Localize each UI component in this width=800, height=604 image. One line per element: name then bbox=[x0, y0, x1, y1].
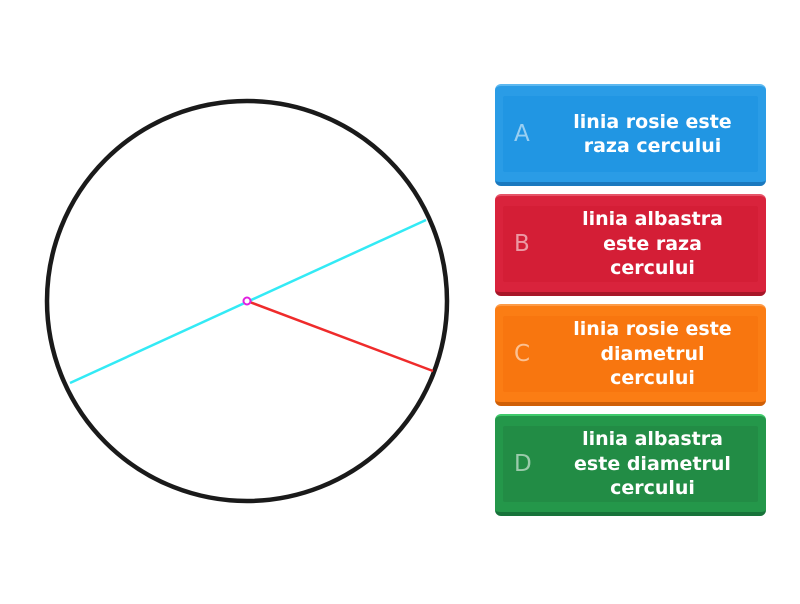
answer-d-text: linia albastra este diametrul cercului bbox=[574, 428, 731, 500]
answer-a-text: linia rosie este raza cercului bbox=[573, 110, 732, 158]
answer-a-button[interactable]: A linia rosie este raza cercului bbox=[495, 84, 766, 186]
answer-a-face bbox=[503, 96, 758, 172]
circle-diagram bbox=[44, 98, 450, 504]
answer-c-text: linia rosie este diametrul cercului bbox=[573, 318, 732, 390]
answer-c-button[interactable]: C linia rosie este diametrul cercului bbox=[495, 304, 766, 406]
answer-c-face bbox=[503, 316, 758, 392]
answer-a-letter: A bbox=[514, 121, 530, 147]
answer-d-face bbox=[503, 426, 758, 502]
answer-b-letter: B bbox=[514, 231, 530, 257]
answer-d-letter: D bbox=[514, 451, 532, 477]
circle-diagram-svg bbox=[44, 98, 450, 504]
answer-c-letter: C bbox=[514, 341, 531, 367]
answer-b-text: linia albastra este raza cercului bbox=[582, 208, 723, 280]
circle bbox=[44, 98, 450, 504]
center-point bbox=[242, 296, 252, 306]
answer-b-face bbox=[503, 206, 758, 282]
answer-d-button[interactable]: D linia albastra este diametrul cercului bbox=[495, 414, 766, 516]
red-radius-line bbox=[246, 299, 434, 373]
answer-b-button[interactable]: B linia albastra este raza cercului bbox=[495, 194, 766, 296]
